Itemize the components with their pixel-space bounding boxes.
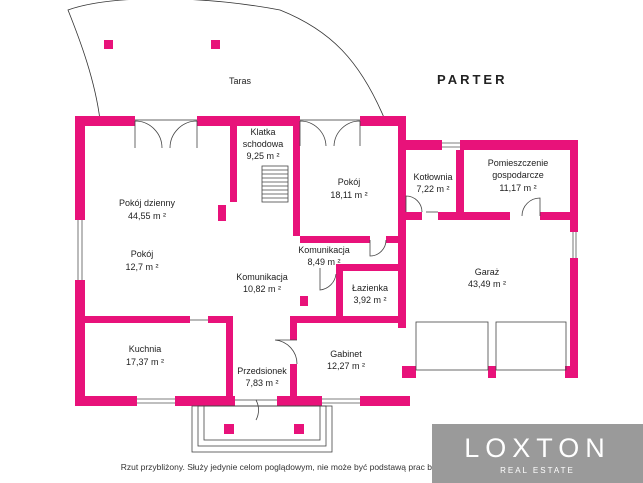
room-area-gabinet: 12,27 m ² (327, 361, 365, 371)
room-area-przedsionek: 7,83 m ² (245, 378, 278, 388)
room-name-pokoj-right: Pokój (338, 177, 361, 187)
entrance-steps (191, 405, 333, 453)
room-area-pokoj-right: 18,11 m ² (330, 190, 367, 200)
disclaimer-note: Rzut przybliżony. Służy jedynie celom po… (120, 462, 480, 472)
room-name-gabinet: Gabinet (330, 349, 362, 359)
room-name-kuchnia: Kuchnia (129, 344, 162, 354)
logo-subtitle: REAL ESTATE (500, 466, 575, 475)
room-area-lazienka: 3,92 m ² (353, 295, 386, 305)
room-area-komunikacja-lower: 10,82 m ² (243, 284, 281, 294)
entrance-post (224, 424, 234, 434)
garage-doors (415, 321, 567, 371)
room-name-komunikacja-lower: Komunikacja (236, 272, 288, 282)
logo-name: LOXTON (464, 433, 611, 463)
loxton-logo: LOXTON REAL ESTATE (432, 424, 643, 483)
room-name-pokoj-left: Pokój (131, 249, 154, 259)
room-name-lazienka: Łazienka (352, 283, 388, 293)
floor-heading: PARTER (437, 72, 507, 87)
terrace-post (104, 40, 113, 49)
room-name-garaz: Garaż (475, 267, 500, 277)
room-name-pokoj-dzienny: Pokój dzienny (119, 198, 176, 208)
room-area-garaz: 43,49 m ² (468, 279, 506, 289)
terrace-post (211, 40, 220, 49)
room-name-pomieszczenie-2: gospodarcze (492, 170, 544, 180)
room-name-przedsionek: Przedsionek (237, 366, 287, 376)
room-area-pokoj-left: 12,7 m ² (125, 262, 158, 272)
room-name-pomieszczenie-1: Pomieszczenie (488, 158, 549, 168)
room-area-kotlownia: 7,22 m ² (416, 184, 449, 194)
stairs (261, 165, 289, 203)
entrance-post (294, 424, 304, 434)
room-name-komunikacja-upper: Komunikacja (298, 245, 350, 255)
room-area-pomieszczenie: 11,17 m ² (499, 183, 536, 193)
walls (75, 116, 578, 406)
room-area-klatka: 9,25 m ² (246, 151, 279, 161)
doors (134, 120, 541, 421)
room-area-pokoj-dzienny: 44,55 m ² (128, 211, 166, 221)
room-name-klatka-2: schodowa (243, 139, 284, 149)
room-area-komunikacja-upper: 8,49 m ² (307, 257, 340, 267)
room-name-kotlownia: Kotłownia (413, 172, 452, 182)
room-area-kuchnia: 17,37 m ² (126, 357, 164, 367)
room-name-taras: Taras (229, 76, 252, 86)
room-name-klatka-1: Klatka (250, 127, 275, 137)
windows (77, 142, 577, 404)
terrace-outline (67, 0, 386, 121)
